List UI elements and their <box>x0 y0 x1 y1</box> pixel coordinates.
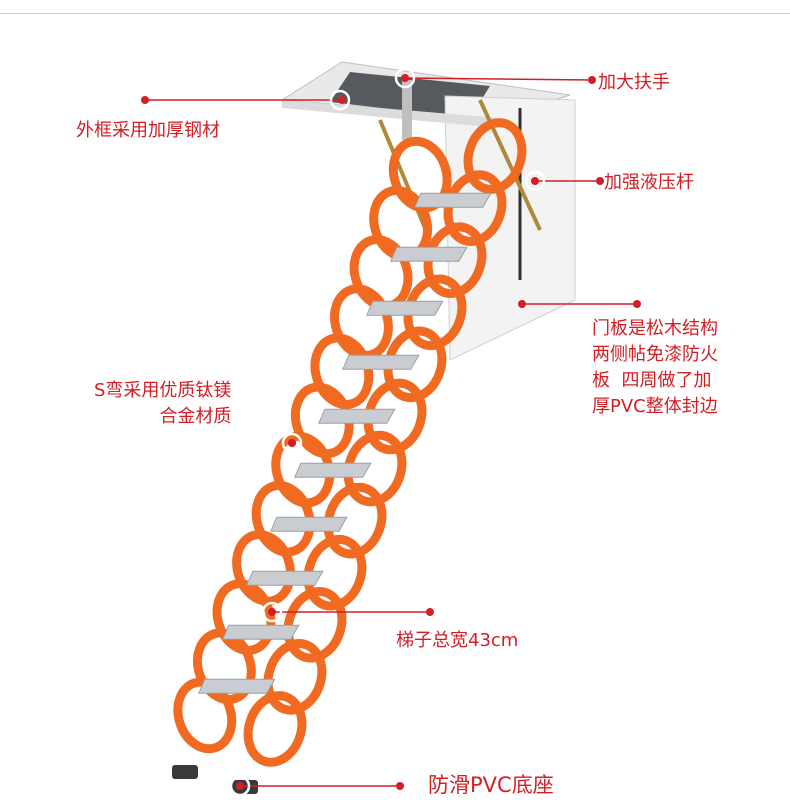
ladder-step <box>270 516 348 532</box>
ladder-link <box>271 431 335 508</box>
ladder-link <box>212 579 276 655</box>
pvc-foot <box>172 765 198 779</box>
ladder-step <box>222 624 300 640</box>
s-bend-line-1: S弯采用优质钛镁 <box>94 380 232 401</box>
callout-width: 梯子总宽43cm <box>396 630 519 651</box>
callout-dot <box>531 177 539 185</box>
callout-gas-strut: 加强液压杆 <box>604 172 694 193</box>
hatch-frame <box>280 61 576 361</box>
ladder-link <box>283 586 347 663</box>
ladder-link <box>463 118 527 194</box>
callout-dot <box>588 76 596 84</box>
ladder-link <box>303 534 367 611</box>
callout-dot <box>338 96 346 104</box>
door-panel-line-2: 两侧帖免漆防火 <box>592 344 718 365</box>
ladder-step <box>246 570 324 586</box>
callout-base: 防滑PVC底座 <box>428 773 554 797</box>
ladder-link <box>263 639 327 715</box>
callout-frame: 外框采用加厚钢材 <box>76 120 220 141</box>
callout-handrail: 加大扶手 <box>598 72 670 93</box>
ladder-step <box>342 354 420 370</box>
callout-line <box>404 77 593 81</box>
callout-dot <box>141 96 149 104</box>
callout-dot <box>401 74 409 82</box>
ladder-link <box>363 378 427 455</box>
callout-ring <box>329 89 351 111</box>
ladder-link <box>232 530 295 606</box>
door-panel-line-4: 厚PVC整体封边 <box>592 396 718 417</box>
ladder-link <box>323 482 387 559</box>
callout-dot <box>288 439 296 447</box>
callout-dot <box>596 177 604 185</box>
callout-door-panel: 门板是松木结构 两侧帖免漆防火 板 四周做了加 厚PVC整体封边 <box>592 316 718 420</box>
callout-ring <box>524 170 546 192</box>
scissor-ladder <box>172 118 527 794</box>
callout-dot <box>518 300 526 308</box>
ladder-step <box>414 192 492 208</box>
ladder-step <box>390 246 468 262</box>
callout-dot <box>236 782 244 790</box>
door-panel-line-1: 门板是松木结构 <box>592 318 718 339</box>
callout-ring <box>229 775 251 797</box>
top-divider <box>0 0 790 14</box>
callout-ring <box>261 601 283 623</box>
callout-dot <box>268 608 276 616</box>
callout-dot <box>426 608 434 616</box>
callout-dot <box>633 300 641 308</box>
ladder-step <box>294 462 372 478</box>
ladder-step <box>318 408 396 424</box>
callout-ring <box>394 67 416 89</box>
ladder-link <box>343 430 407 507</box>
ladder-step <box>366 300 444 316</box>
pvc-foot <box>232 780 258 794</box>
ladder-link <box>251 480 315 557</box>
door-panel-line-3: 板 四周做了加 <box>592 370 712 391</box>
callout-ring <box>281 432 303 454</box>
ladder-step <box>198 678 276 694</box>
callout-s-bend: S弯采用优质钛镁 合金材质 <box>94 378 231 430</box>
ladder-link <box>243 691 307 767</box>
callout-dot <box>396 782 404 790</box>
callout-lines <box>141 67 641 797</box>
s-bend-line-2: 合金材质 <box>159 406 232 427</box>
ladder-link <box>193 628 256 705</box>
ladder-link <box>173 677 237 754</box>
